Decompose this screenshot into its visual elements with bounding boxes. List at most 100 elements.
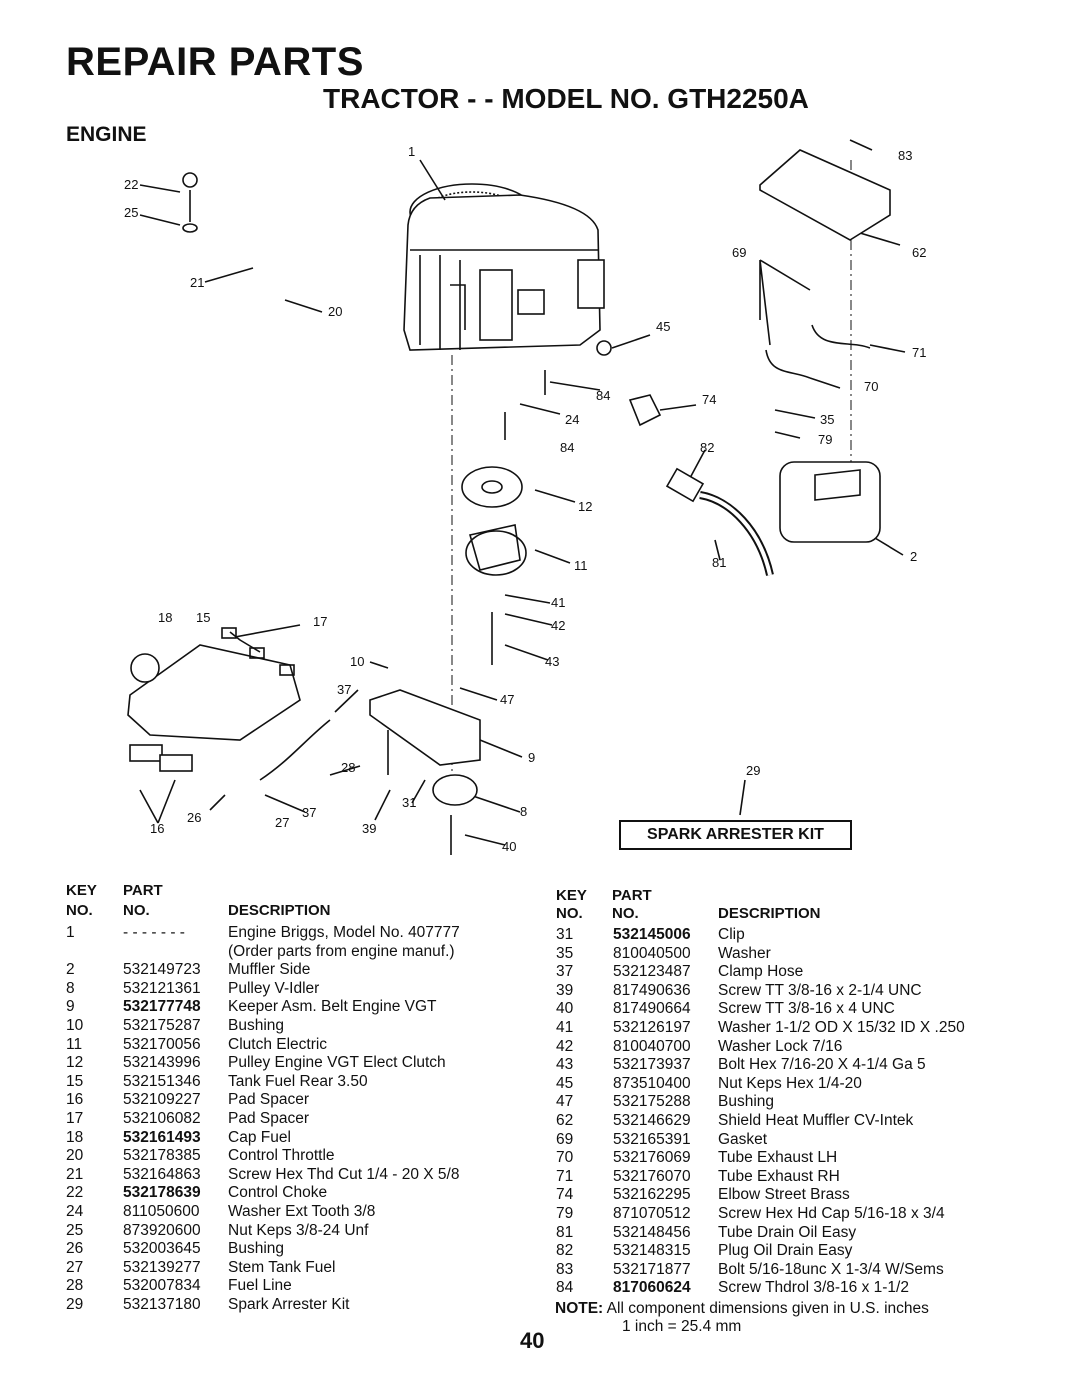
part-description: Nut Keps 3/8-24 Unf <box>228 1221 369 1239</box>
part-description: Screw Hex Thd Cut 1/4 - 20 X 5/8 <box>228 1165 460 1183</box>
key-number: 35 <box>556 944 574 962</box>
part-number: 532003645 <box>123 1240 201 1258</box>
part-description: Tube Exhaust LH <box>718 1149 838 1167</box>
callout-label: 62 <box>912 245 926 260</box>
part-description: Bushing <box>228 1240 285 1258</box>
page-title: REPAIR PARTS <box>66 40 364 84</box>
part-description: Shield Heat Muffler CV-Intek <box>718 1112 914 1129</box>
part-description: Elbow Street Brass <box>718 1186 850 1204</box>
part-number: 532176070 <box>613 1167 691 1185</box>
part-number: 817060624 <box>613 1279 691 1297</box>
part-description: Tube Drain Oil Easy <box>718 1223 857 1241</box>
key-number: 16 <box>66 1091 84 1109</box>
part-number: - - - - - - - <box>123 924 185 941</box>
part-description: Tube Exhaust RH <box>718 1167 840 1185</box>
part-number: 532143996 <box>123 1054 201 1072</box>
callout-label: 2 <box>910 549 917 564</box>
part-number: 532165391 <box>613 1130 691 1148</box>
callout-label: 40 <box>502 839 516 854</box>
callout-label: 27 <box>275 815 289 830</box>
part-number: 532151346 <box>123 1072 201 1090</box>
part-number: 873920600 <box>123 1221 201 1239</box>
part-description: Washer Ext Tooth 3/8 <box>228 1203 376 1220</box>
header-no: NO. <box>612 905 639 922</box>
key-number: 1 <box>66 924 75 941</box>
part-number: 817490664 <box>613 1000 691 1018</box>
part-description: Bolt Hex 7/16-20 X 4-1/4 Ga 5 <box>718 1056 926 1074</box>
spark-arrester-kit-box: SPARK ARRESTER KIT <box>619 820 852 850</box>
callout-label: 37 <box>302 805 316 820</box>
callout-label: 15 <box>196 610 210 625</box>
callout-label: 16 <box>150 821 164 836</box>
part-number: 532145006 <box>613 926 691 943</box>
key-number: 12 <box>66 1054 84 1072</box>
callout-label: 18 <box>158 610 172 625</box>
header-part: PART <box>612 887 652 904</box>
key-number: 17 <box>66 1110 84 1127</box>
part-number: 532178639 <box>123 1184 201 1202</box>
header-part: PART <box>123 882 163 899</box>
callout-label: 20 <box>328 304 342 319</box>
header-description: DESCRIPTION <box>228 902 331 919</box>
part-number: 532161493 <box>123 1128 201 1146</box>
key-number: 8 <box>66 979 75 997</box>
part-description: Screw Thdrol 3/8-16 x 1-1/2 <box>718 1279 909 1297</box>
part-number: 810040500 <box>613 944 691 962</box>
part-number: 532106082 <box>123 1110 201 1127</box>
key-number: 11 <box>66 1035 83 1053</box>
part-description: Control Throttle <box>228 1147 335 1165</box>
header-no: NO. <box>66 902 93 919</box>
header-key: KEY <box>556 887 587 904</box>
part-description: Bushing <box>718 1093 775 1111</box>
part-number: 532139277 <box>123 1258 201 1276</box>
key-number: 31 <box>556 926 574 943</box>
callout-label: 71 <box>912 345 926 360</box>
part-description: Screw TT 3/8-16 x 4 UNC <box>718 1000 895 1018</box>
callout-label: 82 <box>700 440 714 455</box>
part-number: 532126197 <box>613 1019 691 1036</box>
key-number: 10 <box>66 1017 84 1034</box>
key-number: 40 <box>556 1000 574 1018</box>
part-description: Plug Oil Drain Easy <box>718 1242 853 1260</box>
part-number: 532164863 <box>123 1165 201 1183</box>
part-description: Bolt 5/16-18unc X 1-3/4 W/Sems <box>718 1260 944 1278</box>
key-number: 62 <box>556 1112 574 1129</box>
part-description: Muffler Side <box>228 961 311 979</box>
callout-label: 28 <box>341 760 355 775</box>
note-conversion: 1 inch = 25.4 mm <box>622 1318 742 1335</box>
key-number: 45 <box>556 1074 574 1092</box>
muffler-shape <box>779 461 881 543</box>
part-number: 532175288 <box>613 1093 691 1111</box>
part-number: 532007834 <box>123 1277 201 1295</box>
key-number: 29 <box>66 1296 84 1313</box>
callout-label: 39 <box>362 821 376 836</box>
part-description: Washer 1-1/2 OD X 15/32 ID X .250 <box>718 1019 965 1036</box>
key-number: 28 <box>66 1277 84 1295</box>
part-number: 532176069 <box>613 1149 691 1167</box>
part-description: Bushing <box>228 1017 285 1034</box>
key-number: 15 <box>66 1072 84 1090</box>
part-description: (Order parts from engine manuf.) <box>228 942 455 960</box>
part-description: Nut Keps Hex 1/4-20 <box>718 1074 862 1092</box>
key-number: 20 <box>66 1147 84 1165</box>
part-description: Fuel Line <box>228 1277 292 1295</box>
callout-label: 26 <box>187 810 201 825</box>
part-description: Screw Hex Hd Cap 5/16-18 x 3/4 <box>718 1205 945 1222</box>
part-number: 532121361 <box>123 979 201 997</box>
key-number: 69 <box>556 1130 574 1148</box>
part-number: 873510400 <box>613 1074 691 1092</box>
part-description: Washer <box>718 944 771 962</box>
key-number: 21 <box>66 1165 84 1183</box>
exploded-parts-diagram: 1 22 25 21 20 83 69 62 45 71 70 84 74 24… <box>124 139 926 855</box>
key-number: 81 <box>556 1223 574 1241</box>
part-number: 532178385 <box>123 1147 201 1165</box>
key-number: 83 <box>556 1260 574 1278</box>
key-number: 42 <box>556 1037 574 1055</box>
part-number: 817490636 <box>613 981 691 999</box>
callout-label: 37 <box>337 682 351 697</box>
part-number: 532148456 <box>613 1223 691 1241</box>
callout-label: 74 <box>702 392 716 407</box>
key-number: 84 <box>556 1279 574 1297</box>
part-description: Spark Arrester Kit <box>228 1296 350 1313</box>
part-number: 532170056 <box>123 1035 201 1053</box>
